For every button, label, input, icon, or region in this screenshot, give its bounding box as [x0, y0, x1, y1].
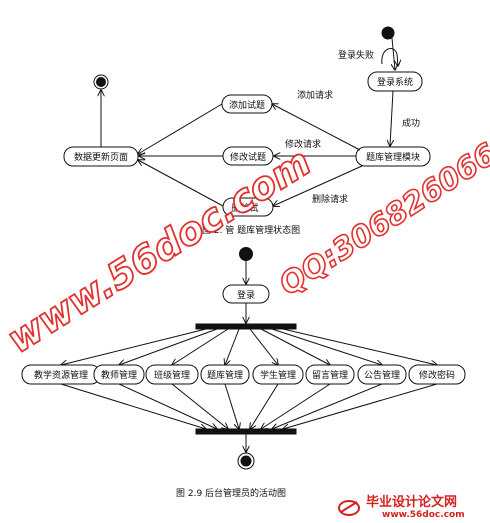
- fork-bar: [195, 323, 297, 330]
- activity-node-label: 题库管理: [207, 369, 243, 381]
- activity-node-label: 学生管理: [260, 369, 296, 381]
- logo-url: www.56doc.com: [382, 510, 465, 520]
- activity-node-label: 修改密码: [419, 369, 455, 381]
- state-diagram-caption: 图 2. 管 题库管理状态图: [202, 224, 300, 236]
- state-diagram: [63, 26, 431, 217]
- activity-node-label: 教师管理: [101, 369, 137, 381]
- fork-arrow: [119, 328, 218, 365]
- fork-arrow: [260, 328, 330, 365]
- activity-labels: 教学资源管理 教师管理 班级管理 题库管理 学生管理 留言管理 公告管理 修改密码: [34, 369, 455, 381]
- fork-arrow: [225, 328, 240, 365]
- site-logo: 毕业设计论文网 www.56doc.com: [338, 494, 465, 520]
- initial-to-login-arrow: [392, 37, 395, 70]
- logo-title: 毕业设计论文网: [366, 494, 457, 510]
- label-login-system: 登录系统: [377, 76, 413, 88]
- activity-diagram-caption: 图 2.9 后台管理员的活动图: [176, 487, 286, 499]
- state-initial-node: [381, 26, 395, 40]
- label-delete-request: 删除请求: [312, 193, 348, 205]
- join-arrow: [171, 383, 228, 429]
- fork-arrow: [61, 328, 207, 365]
- module-to-add-arrow: [272, 104, 361, 151]
- join-arrow: [118, 383, 217, 429]
- activity-initial-node: [239, 247, 253, 261]
- module-to-delete-arrow: [273, 165, 363, 206]
- fork-arrow: [271, 328, 382, 365]
- label-edit-request: 修改请求: [285, 138, 321, 150]
- join-arrow: [60, 383, 206, 429]
- join-arrow: [250, 383, 279, 429]
- login-to-module-arrow: [390, 90, 393, 146]
- activity-node-label: 公告管理: [364, 369, 400, 381]
- label-login-failed: 登录失败: [338, 49, 374, 61]
- fork-arrow: [249, 328, 278, 365]
- state-labels: 登录系统 题库管理模块 添加试题 修改试题 删除试 数据更新页面 登录失败 成功…: [74, 49, 420, 236]
- activity-node-label: 班级管理: [154, 369, 190, 381]
- fork-arrow: [282, 328, 437, 365]
- delete-to-update-arrow: [138, 160, 224, 207]
- state-login-system: [367, 71, 423, 92]
- join-arrow: [261, 383, 331, 429]
- join-arrow: [283, 383, 438, 429]
- activity-final-inner: [240, 455, 252, 467]
- activity-node-label: 留言管理: [312, 369, 348, 381]
- join-arrow: [272, 383, 383, 429]
- activity-diagram: [195, 247, 297, 470]
- label-success: 成功: [402, 117, 420, 129]
- activity-login-label: 登录: [237, 290, 255, 301]
- join-arrow: [224, 383, 239, 429]
- label-question-bank-module: 题库管理模块: [366, 151, 420, 163]
- fork-arrow: [172, 328, 229, 365]
- login-failed-loop: [381, 48, 398, 66]
- label-add-request: 添加请求: [297, 89, 333, 101]
- activity-nodes: [21, 328, 466, 429]
- add-to-update-arrow: [138, 103, 223, 154]
- label-edit-question: 修改试题: [230, 151, 266, 163]
- state-final-inner: [96, 77, 106, 87]
- label-data-update-page: 数据更新页面: [74, 151, 128, 163]
- label-delete-question: 删除试: [231, 202, 258, 214]
- logo-mark-icon: [338, 500, 360, 516]
- activity-node-label: 教学资源管理: [34, 369, 88, 381]
- join-bar: [195, 428, 297, 435]
- label-add-question: 添加试题: [229, 99, 265, 111]
